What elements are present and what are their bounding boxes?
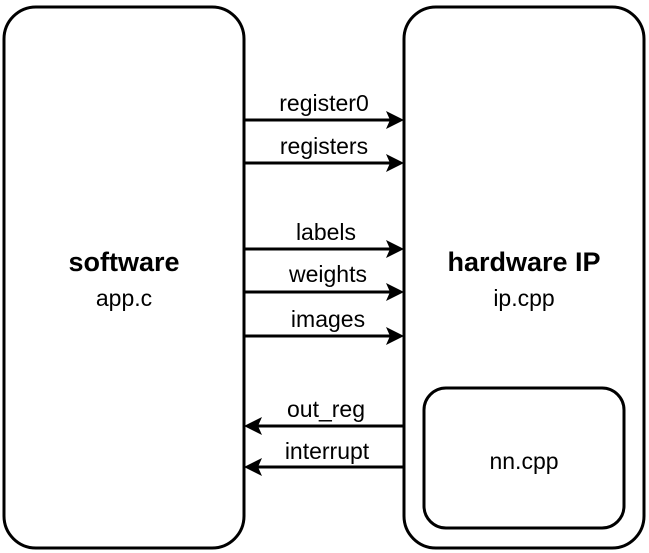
software-block: software app.c bbox=[2, 5, 246, 550]
arrow-interrupt-head bbox=[244, 458, 262, 476]
input-arrows: register0 registers labels weights image… bbox=[244, 90, 404, 345]
hardware-file: ip.cpp bbox=[493, 285, 554, 311]
arrow-weights-head bbox=[386, 283, 404, 301]
software-box bbox=[2, 5, 246, 550]
arrow-out-reg-label: out_reg bbox=[287, 396, 365, 422]
output-arrows: out_reg interrupt bbox=[244, 396, 404, 476]
arrow-register0: register0 bbox=[244, 90, 404, 129]
arrow-weights: weights bbox=[244, 261, 404, 301]
arrow-registers-label: registers bbox=[280, 133, 368, 159]
nn-block: nn.cpp bbox=[422, 386, 626, 530]
arrow-registers-head bbox=[386, 154, 404, 172]
arrow-register0-label: register0 bbox=[279, 90, 368, 116]
hardware-block: hardware IP ip.cpp nn.cpp bbox=[402, 5, 646, 550]
arrow-labels: labels bbox=[244, 219, 404, 258]
arrow-registers: registers bbox=[244, 133, 404, 172]
software-title: software bbox=[68, 247, 179, 277]
arrow-out-reg-head bbox=[244, 417, 262, 435]
arrow-images-label: images bbox=[291, 306, 365, 332]
nn-box bbox=[422, 386, 626, 530]
arrow-images: images bbox=[244, 306, 404, 345]
nn-file: nn.cpp bbox=[489, 448, 558, 474]
arrow-interrupt: interrupt bbox=[244, 438, 404, 476]
arrow-out-reg: out_reg bbox=[244, 396, 404, 435]
arrow-labels-label: labels bbox=[296, 219, 356, 245]
arrow-register0-head bbox=[386, 111, 404, 129]
hardware-title: hardware IP bbox=[447, 247, 600, 277]
arrow-weights-label: weights bbox=[288, 261, 367, 287]
arrow-interrupt-label: interrupt bbox=[285, 438, 370, 464]
arrow-labels-head bbox=[386, 240, 404, 258]
arrow-images-head bbox=[386, 327, 404, 345]
software-file: app.c bbox=[96, 285, 152, 311]
